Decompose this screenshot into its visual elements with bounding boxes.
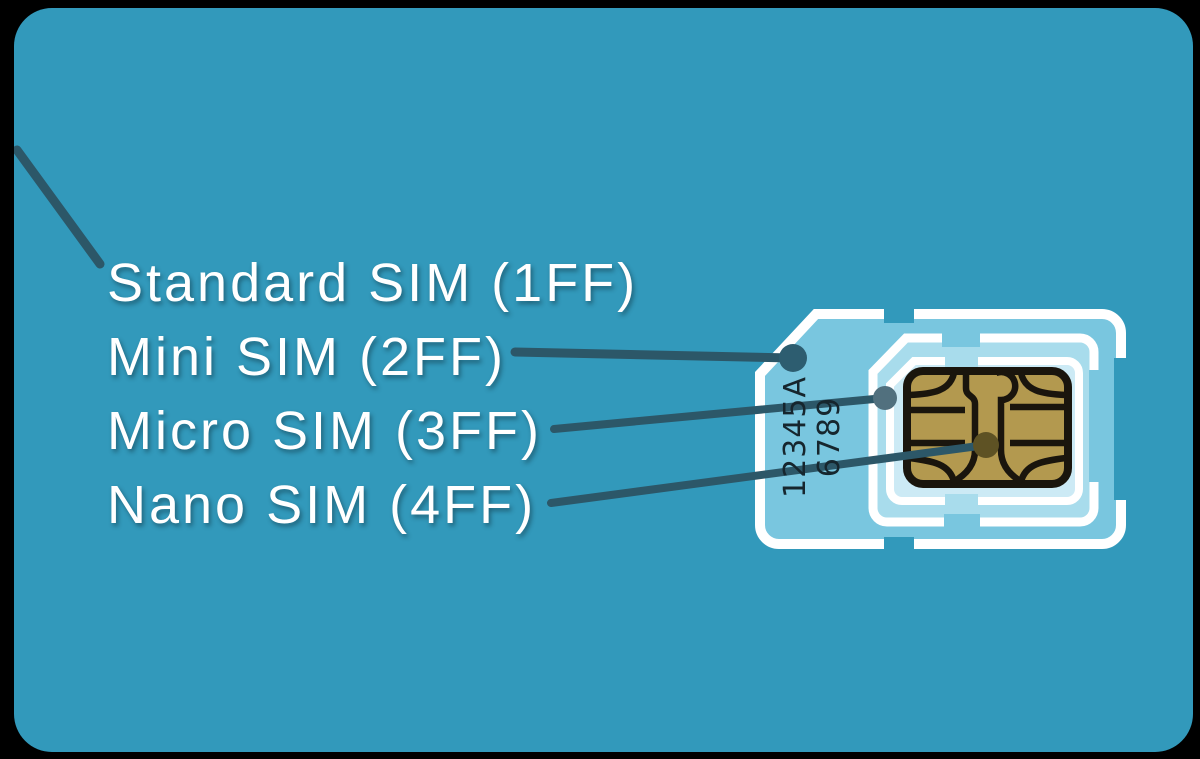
nano-bridge-bottom [945, 494, 978, 507]
sim-size-card: 12345A 6789 Standard SIM (1FF) Mini SIM … [14, 8, 1193, 752]
leader-line-standard [14, 145, 105, 269]
leader-line-mini [510, 347, 798, 363]
label-standard-sim: Standard SIM (1FF) [107, 253, 639, 313]
card-number-line2: 6789 [812, 396, 847, 478]
mini-bridge-right [1114, 358, 1130, 500]
mini-bridge-top [884, 304, 914, 323]
sim-size-labels: Standard SIM (1FF) Mini SIM (2FF) Micro … [107, 246, 638, 542]
leader-dot-mini [779, 344, 807, 372]
micro-bridge-right [1089, 370, 1101, 482]
label-micro-sim: Micro SIM (3FF) [107, 401, 542, 461]
leader-dot-nano [973, 432, 999, 458]
sim-illustration [14, 145, 1130, 555]
nano-bridge-top [945, 356, 978, 369]
sim-chip [903, 367, 1072, 488]
micro-bridge-top [942, 332, 980, 347]
chip-contact-lines [907, 368, 1068, 485]
mini-bridge-bottom [884, 537, 914, 555]
card-number: 12345A 6789 [778, 375, 849, 499]
label-mini-sim: Mini SIM (2FF) [107, 327, 506, 387]
leader-line-nano [547, 441, 990, 507]
micro-bridge-bottom [944, 514, 980, 529]
label-nano-sim: Nano SIM (4FF) [107, 475, 537, 535]
leader-dot-micro [873, 386, 897, 410]
leader-line-micro [550, 394, 889, 433]
card-number-line1: 12345A [778, 376, 813, 498]
